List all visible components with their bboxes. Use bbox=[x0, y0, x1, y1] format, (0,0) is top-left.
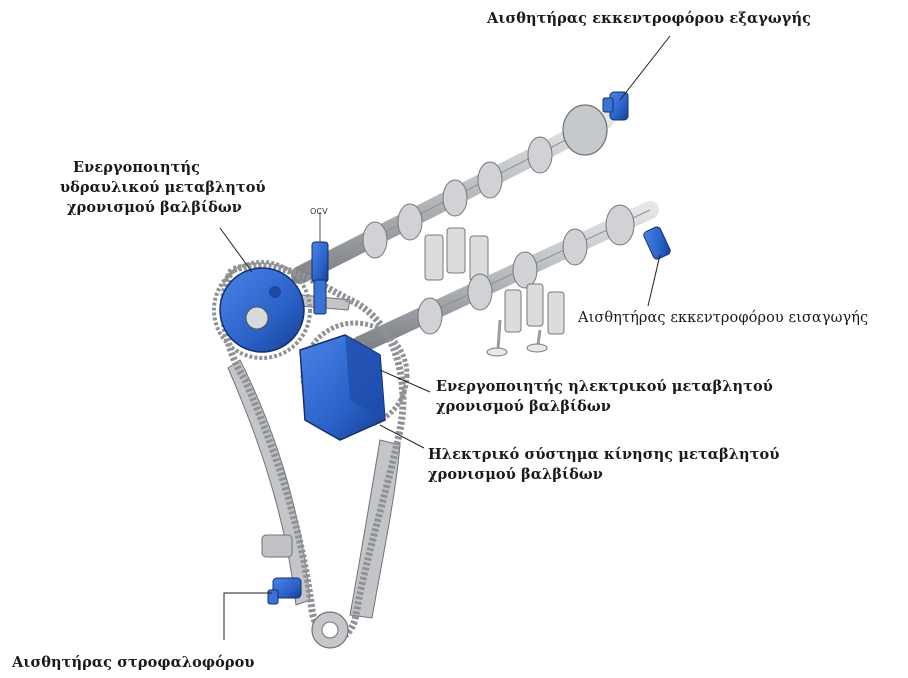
electric-vvt-actuator bbox=[300, 323, 407, 440]
label-crank-sensor: Αισθητήρας στροφαλοφόρου bbox=[12, 653, 255, 672]
label-electric-vvt-drive-line2: χρονισμού βαλβίδων bbox=[428, 465, 603, 484]
leader-intake-sensor bbox=[648, 255, 660, 306]
label-electric-vvt-actuator-line2: χρονισμού βαλβίδων bbox=[436, 397, 611, 416]
exhaust-valve-springs bbox=[425, 228, 488, 281]
ocv-valve bbox=[312, 212, 328, 314]
label-exhaust-cam-sensor: Αισθητήρας εκκεντροφόρου εξαγωγής bbox=[487, 9, 811, 28]
label-hydraulic-vvt-actuator-line3: χρονισμού βαλβίδων bbox=[67, 198, 242, 217]
leader-crank-sensor bbox=[224, 593, 272, 640]
label-hydraulic-vvt-actuator-line1: Ενεργοποιητής bbox=[73, 158, 200, 177]
label-electric-vvt-drive-line1: Ηλεκτρικό σύστημα κίνησης μεταβλητού bbox=[428, 445, 779, 464]
label-hydraulic-vvt-actuator-line2: υδραυλικού μεταβλητού bbox=[60, 178, 266, 197]
label-ocv: OCV bbox=[310, 202, 328, 221]
leader-exhaust-sensor bbox=[620, 36, 670, 100]
label-electric-vvt-actuator-line1: Ενεργοποιητής ηλεκτρικού μεταβλητού bbox=[436, 377, 773, 396]
intake-valves bbox=[487, 284, 564, 356]
leader-hydraulic-actuator bbox=[220, 228, 252, 272]
intake-cam-sensor bbox=[643, 226, 672, 261]
label-intake-cam-sensor: Αισθητήρας εκκεντροφόρου εισαγωγής bbox=[578, 309, 868, 328]
crank-sprocket bbox=[312, 612, 348, 648]
chain-tensioner bbox=[262, 535, 292, 557]
